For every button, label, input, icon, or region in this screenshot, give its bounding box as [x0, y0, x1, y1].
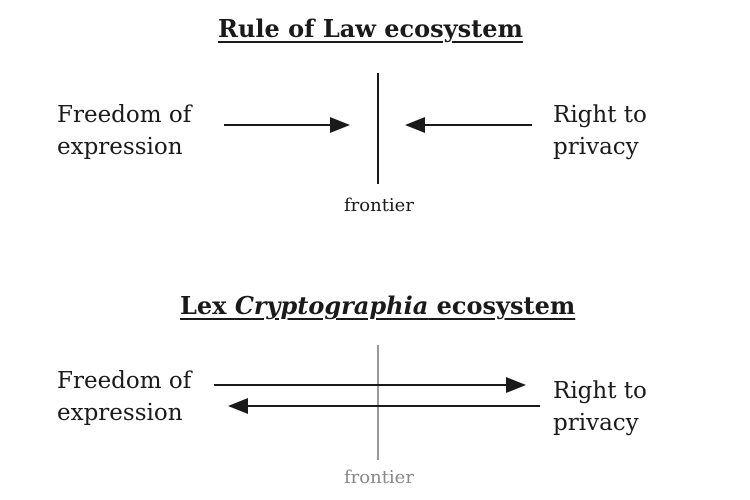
- bottom-frontier-label: frontier: [344, 467, 414, 488]
- top-frontier-label: frontier: [344, 195, 414, 216]
- bottom-title: Lex Cryptographia ecosystem: [180, 291, 576, 320]
- top-title: Rule of Law ecosystem: [218, 14, 523, 43]
